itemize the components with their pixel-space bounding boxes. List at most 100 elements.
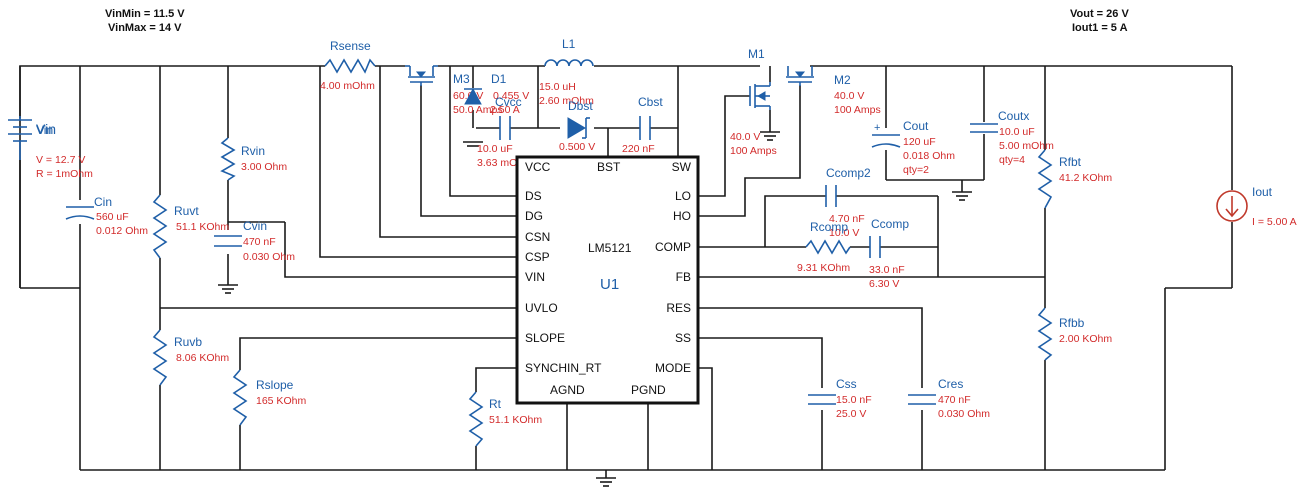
d1-current: 2.50 A [490, 104, 520, 116]
vinmin-spec: VinMin = 11.5 V [105, 8, 185, 20]
cvcc-name: Cvcc [495, 95, 522, 109]
chip-pin-fb: FB [676, 270, 691, 284]
ground-icon [760, 131, 780, 141]
dbst-diode-icon[interactable] [567, 117, 590, 139]
rfbb-value: 2.00 KOhm [1059, 333, 1112, 345]
ground-icon [596, 477, 616, 487]
m2-name: M2 [834, 73, 851, 87]
ruvb-name: Ruvb [174, 335, 202, 349]
svg-text:+: + [874, 122, 880, 134]
chip-pin-csn: CSN [525, 230, 550, 244]
cres-capacitor-icon[interactable] [908, 394, 936, 405]
rcomp-value: 9.31 KOhm [797, 262, 850, 274]
cbst-value: 220 nF [622, 143, 655, 155]
coutx-capacitor-icon[interactable] [970, 123, 998, 133]
rvin-value: 3.00 Ohm [241, 161, 287, 173]
cbst-name: Cbst [638, 95, 663, 109]
chip-reference: U1 [600, 276, 619, 293]
l1-value: 15.0 uH [539, 81, 576, 93]
cvin-name: Cvin [243, 219, 267, 233]
cin-esr: 0.012 Ohm [96, 225, 148, 237]
ruvb-resistor-icon[interactable] [152, 329, 168, 386]
ground-icon [218, 284, 238, 294]
rcomp-resistor-icon[interactable] [805, 239, 851, 255]
m2-mosfet-icon[interactable] [786, 66, 814, 86]
m1-name: M1 [748, 47, 765, 61]
ccomp-voltage: 6.30 V [869, 278, 899, 290]
vin-name: Vin [36, 123, 53, 137]
iout-value: I = 5.00 A [1252, 216, 1297, 228]
chip-pin-synchin-rt: SYNCHIN_RT [525, 361, 602, 375]
chip-pin-uvlo: UVLO [525, 301, 558, 315]
ccomp2-name: Ccomp2 [826, 166, 871, 180]
dbst-voltage: 0.500 V [559, 141, 595, 153]
ruvt-resistor-icon[interactable] [152, 194, 168, 259]
rvin-resistor-icon[interactable] [220, 137, 236, 181]
css-capacitor-icon[interactable] [808, 394, 836, 405]
rfbb-resistor-icon[interactable] [1037, 307, 1053, 361]
chip-pin-sw: SW [672, 160, 692, 174]
rslope-resistor-icon[interactable] [232, 369, 248, 426]
ccomp-capacitor-icon[interactable] [869, 236, 881, 258]
chip-pin-dg: DG [525, 209, 543, 223]
chip-pin-res: RES [666, 301, 691, 315]
cres-name: Cres [938, 377, 963, 391]
cin-capacitor-icon[interactable] [65, 206, 95, 220]
rt-resistor-icon[interactable] [468, 391, 484, 447]
css-name: Css [836, 377, 857, 391]
d1-voltage: 0.455 V [493, 90, 529, 102]
m2-current: 100 Amps [834, 104, 881, 116]
m1-current: 100 Amps [730, 145, 777, 157]
chip-pin-ho: HO [673, 209, 691, 223]
chip-pin-agnd: AGND [550, 383, 585, 397]
l1-inductor-icon[interactable] [544, 59, 594, 67]
vin-voltage: V = 12.7 V [36, 154, 85, 166]
rsense-resistor-icon[interactable] [324, 58, 376, 74]
cvcc-capacitor-icon[interactable] [499, 116, 511, 140]
vin-source-icon[interactable] [8, 116, 32, 160]
cvin-capacitor-icon[interactable] [214, 235, 242, 247]
coutx-qty: qty=4 [999, 154, 1025, 166]
coutx-value: 10.0 uF [999, 126, 1035, 138]
ccomp2-value: 4.70 nF [829, 213, 865, 225]
cbst-capacitor-icon[interactable] [639, 116, 651, 140]
iout-name: Iout [1252, 185, 1273, 199]
rfbt-name: Rfbt [1059, 155, 1082, 169]
m3-name: M3 [453, 72, 470, 86]
ccomp2-capacitor-icon[interactable] [825, 185, 837, 207]
cvin-value: 470 nF [243, 236, 276, 248]
ruvt-value: 51.1 KOhm [176, 221, 229, 233]
chip-pin-mode: MODE [655, 361, 691, 375]
m3-mosfet-icon[interactable] [405, 65, 438, 86]
cvin-esr: 0.030 Ohm [243, 251, 295, 263]
ccomp-name: Ccomp [871, 217, 909, 231]
ruvb-value: 8.06 KOhm [176, 352, 229, 364]
chip-pin-bst: BST [597, 160, 621, 174]
chip-pin-csp: CSP [525, 250, 550, 264]
d1-diode-icon[interactable] [464, 87, 482, 105]
rt-value: 51.1 KOhm [489, 414, 542, 426]
chip-pin-vcc: VCC [525, 160, 551, 174]
rfbt-resistor-icon[interactable] [1037, 149, 1053, 209]
ruvt-name: Ruvt [174, 204, 199, 218]
ccomp2-voltage: 10.0 V [829, 227, 859, 239]
cout-esr: 0.018 Ohm [903, 150, 955, 162]
cres-value: 470 nF [938, 394, 971, 406]
chip-pin-ss: SS [675, 331, 691, 345]
m2-voltage: 40.0 V [834, 90, 864, 102]
coutx-name: Coutx [998, 109, 1029, 123]
cout-value: 120 uF [903, 136, 936, 148]
u1-controller-ic[interactable] [515, 155, 700, 405]
cin-value: 560 uF [96, 211, 129, 223]
rslope-name: Rslope [256, 378, 294, 392]
rfbb-name: Rfbb [1059, 316, 1085, 330]
rsense-name: Rsense [330, 39, 371, 53]
chip-pin-comp: COMP [655, 240, 691, 254]
iout-current-sink-icon[interactable] [1216, 190, 1248, 222]
rt-name: Rt [489, 397, 502, 411]
cout-capacitor-icon[interactable]: + [871, 122, 901, 148]
coutx-esr: 5.00 mOhm [999, 140, 1054, 152]
m1-mosfet-icon[interactable] [749, 82, 771, 110]
